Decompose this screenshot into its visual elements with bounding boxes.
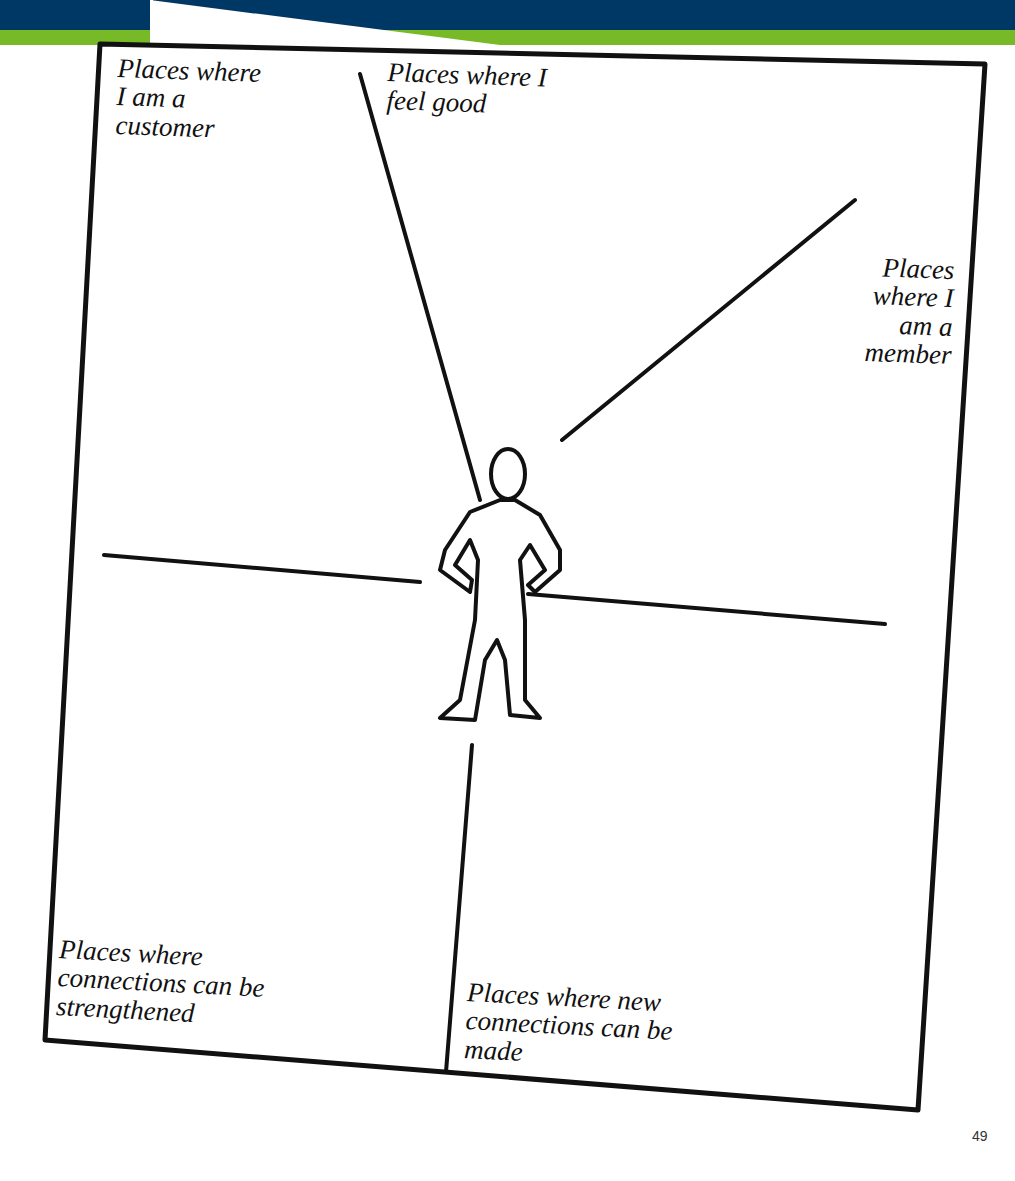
region-label: Places where connections can be strength… xyxy=(56,935,280,1031)
region-label: Places where new connections can be made xyxy=(464,978,703,1075)
stick-figure xyxy=(440,500,560,720)
region-label: Places where I am a customer xyxy=(115,54,268,144)
region-label: Places where I feel good xyxy=(386,58,593,122)
paper-corner xyxy=(150,0,500,45)
figure-head xyxy=(491,449,525,499)
page-number: 49 xyxy=(972,1128,1002,1144)
divider-lines xyxy=(104,74,885,1072)
region-label: Places where I am a member xyxy=(836,252,955,369)
sheet-frame xyxy=(45,44,985,1110)
paper-edge xyxy=(150,0,153,45)
